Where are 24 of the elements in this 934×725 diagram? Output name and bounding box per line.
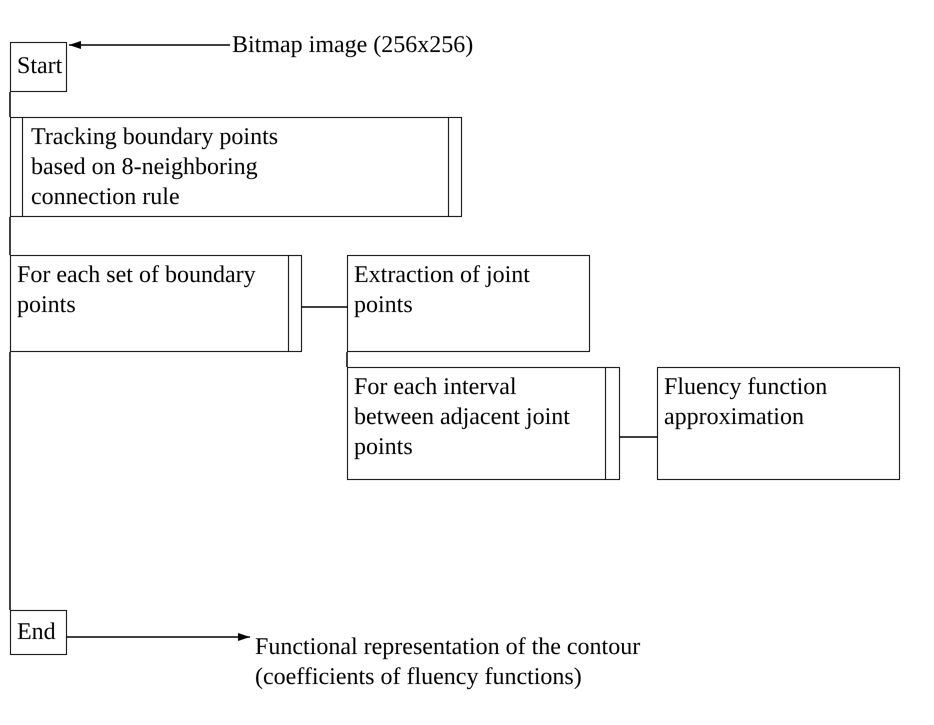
box-label: Start	[17, 52, 64, 81]
process-box	[10, 117, 462, 217]
connector-line	[9, 92, 11, 117]
connector-line	[9, 352, 11, 610]
process-box	[10, 42, 67, 92]
connector-line	[346, 352, 348, 367]
annotation-text: Bitmap image (256x256)	[232, 31, 474, 60]
box-label: For each interval between adjacent joint points	[354, 373, 571, 462]
arrow	[67, 633, 250, 641]
connector-line	[9, 217, 11, 255]
box-label: For each set of boundary points	[17, 261, 257, 320]
box-label: Fluency function approximation	[664, 373, 828, 432]
connector-line	[620, 436, 657, 438]
process-box	[10, 255, 302, 352]
process-box	[347, 255, 590, 352]
process-box	[347, 367, 620, 480]
box-label: Extraction of joint points	[354, 261, 531, 320]
connector-line	[302, 306, 347, 308]
process-box	[657, 367, 900, 480]
box-label: Tracking boundary points based on 8-neighboring connection rule	[31, 123, 280, 212]
process-box	[10, 610, 67, 655]
arrow	[69, 41, 230, 49]
annotation-text: Functional representation of the contour (coefficients of fluency functions)	[255, 633, 642, 692]
box-label: End	[17, 618, 57, 647]
